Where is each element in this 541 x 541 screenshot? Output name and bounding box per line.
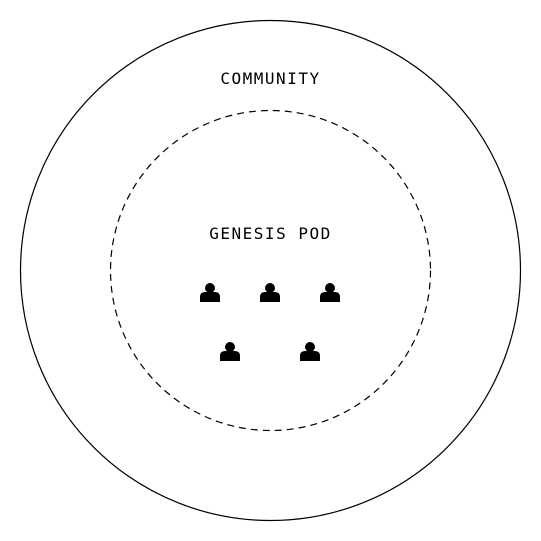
member-icons	[200, 283, 340, 361]
person-icon	[320, 283, 340, 302]
community-circle	[19, 19, 522, 522]
person-icon	[200, 283, 220, 302]
person-icon	[220, 342, 240, 361]
genesis-pod-label: GENESIS POD	[209, 224, 331, 243]
genesis-pod-circle	[109, 109, 432, 432]
person-icon	[260, 283, 280, 302]
person-icon	[300, 342, 320, 361]
community-label: COMMUNITY	[220, 69, 320, 88]
